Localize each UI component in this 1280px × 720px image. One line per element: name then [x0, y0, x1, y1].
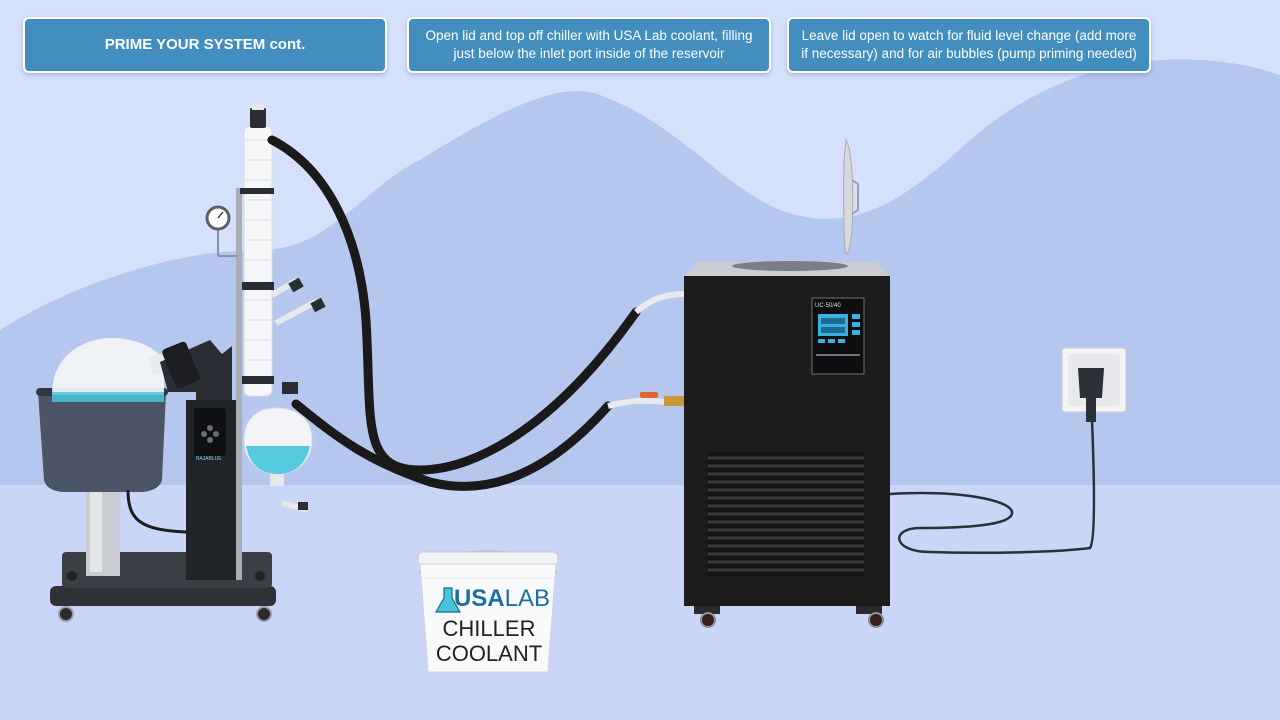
- chiller-hoses: [267, 135, 685, 491]
- ball-valve: [664, 396, 684, 406]
- hose-outlet: [267, 135, 641, 475]
- step-title: PRIME YOUR SYSTEM cont.: [104, 36, 306, 53]
- power-plug: [1078, 368, 1104, 398]
- watch-fluid-callout: Leave lid open to watch for fluid level …: [787, 17, 1151, 73]
- support-rod: [236, 188, 242, 580]
- rotary-evaporator: BAJABLUE: [36, 104, 326, 622]
- hose-return: [291, 399, 613, 491]
- chiller-vent-grille: [708, 452, 864, 576]
- bucket-brand-usa: USA: [453, 585, 505, 612]
- fill-coolant-line-1: Open lid and top off chiller with USA La…: [425, 28, 753, 43]
- watch-fluid-line-2: if necessary) and for air bubbles (pump …: [801, 46, 1137, 61]
- evaporating-flask: [52, 338, 164, 395]
- heating-bath: [38, 392, 166, 492]
- bucket-brand-lab: LAB: [504, 585, 551, 612]
- fill-coolant-line-2: just below the inlet port inside of the …: [453, 46, 725, 61]
- control-panel: [194, 408, 226, 456]
- condenser: [243, 125, 273, 397]
- bucket-brand-label: USALAB: [422, 585, 556, 613]
- caster-wheel: [256, 606, 272, 622]
- bucket-label-coolant: COOLANT: [435, 641, 543, 666]
- chiller-lid: [843, 138, 854, 255]
- evaporator-base: [50, 586, 276, 606]
- flask-logo-icon: [434, 587, 462, 613]
- evaporator-brand-label: BAJABLUE: [196, 456, 222, 462]
- step-title-callout: PRIME YOUR SYSTEM cont.: [23, 17, 387, 73]
- recirculating-chiller: UC-50/40: [684, 138, 1096, 628]
- background-hills: [0, 59, 1280, 485]
- bucket-label-chiller: CHILLER: [442, 616, 536, 641]
- caster-wheel: [868, 612, 884, 628]
- chiller-model-label: UC-50/40: [815, 303, 841, 309]
- chiller-reservoir: [732, 261, 848, 271]
- caster-wheel: [700, 612, 716, 628]
- caster-wheel: [58, 606, 74, 622]
- coolant-bucket: [417, 550, 559, 673]
- watch-fluid-line-1: Leave lid open to watch for fluid level …: [801, 28, 1137, 43]
- fill-coolant-callout: Open lid and top off chiller with USA La…: [407, 17, 771, 73]
- power-cord: [889, 419, 1096, 555]
- wall-outlet: [1061, 347, 1127, 422]
